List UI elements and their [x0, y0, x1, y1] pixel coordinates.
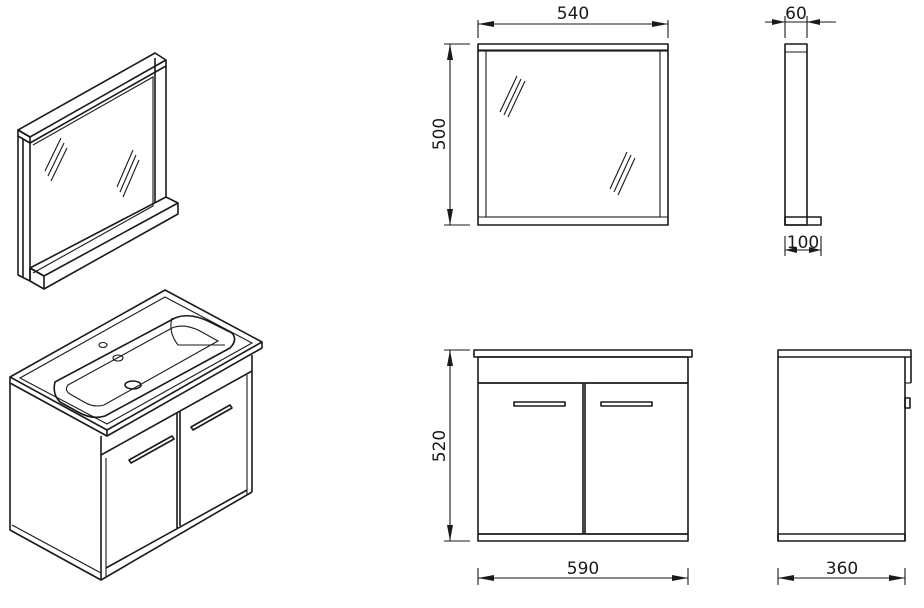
cabinet-front-view — [473, 349, 693, 542]
dimension-cabinet-depth: 360 — [777, 559, 906, 585]
dimension-cabinet-width: 590 — [477, 559, 689, 585]
dim-label-500: 500 — [430, 118, 450, 150]
dimension-mirror-depth: 60 — [765, 4, 836, 38]
cabinet-side-view — [777, 349, 912, 542]
dim-label-100: 100 — [787, 233, 819, 253]
dim-label-540: 540 — [557, 4, 589, 24]
isometric-cabinet — [9, 289, 263, 581]
dim-label-360: 360 — [826, 559, 858, 579]
dim-label-520: 520 — [430, 430, 450, 462]
dim-label-60: 60 — [785, 4, 807, 24]
mirror-side-view — [784, 43, 822, 226]
dimension-mirror-height: 500 — [430, 43, 470, 226]
mirror-front-view — [477, 43, 669, 226]
isometric-mirror — [17, 52, 179, 290]
dim-label-590: 590 — [567, 559, 599, 579]
dimension-shelf-depth: 100 — [784, 233, 822, 256]
dimension-cabinet-height: 520 — [430, 349, 470, 542]
dimension-mirror-width: 540 — [477, 4, 669, 38]
